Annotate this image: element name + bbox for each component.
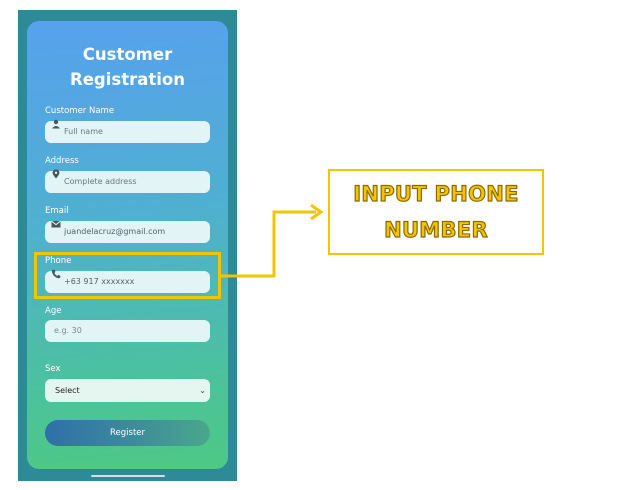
email-field[interactable]: juandelacruz@gmail.com xyxy=(45,220,210,243)
register-button[interactable]: Register xyxy=(45,420,210,446)
page-title: Customer Registration xyxy=(70,45,185,89)
person-icon xyxy=(52,119,60,129)
email-value: juandelacruz@gmail.com xyxy=(64,227,166,236)
address-field[interactable]: Complete address xyxy=(45,169,210,193)
age-field[interactable]: e.g. 30 xyxy=(45,320,210,342)
callout-text: INPUT PHONE NUMBER xyxy=(353,181,519,242)
sex-selected-value: Select xyxy=(55,386,80,395)
customer-name-field[interactable]: Full name xyxy=(45,119,210,143)
callout-box: INPUT PHONE NUMBER xyxy=(328,169,544,255)
phone-icon xyxy=(51,269,61,279)
home-indicator xyxy=(91,475,165,477)
phone-value: +63 917 xxxxxxx xyxy=(64,277,135,286)
chevron-down-icon: ⌄ xyxy=(199,386,206,395)
sex-select[interactable]: Select ⌄ xyxy=(45,379,210,402)
address-placeholder: Complete address xyxy=(64,177,137,186)
age-label: Age xyxy=(45,306,62,316)
mail-icon xyxy=(51,220,61,228)
phone-label: Phone xyxy=(45,256,72,266)
address-label: Address xyxy=(45,156,79,166)
sex-label: Sex xyxy=(45,364,61,374)
phone-highlight-box xyxy=(34,252,221,299)
email-label: Email xyxy=(45,206,69,216)
customer-name-placeholder: Full name xyxy=(64,127,103,136)
location-pin-icon xyxy=(52,169,60,179)
phone-field[interactable]: +63 917 xxxxxxx xyxy=(45,269,210,293)
age-placeholder: e.g. 30 xyxy=(54,326,82,335)
customer-name-label: Customer Name xyxy=(45,106,115,116)
